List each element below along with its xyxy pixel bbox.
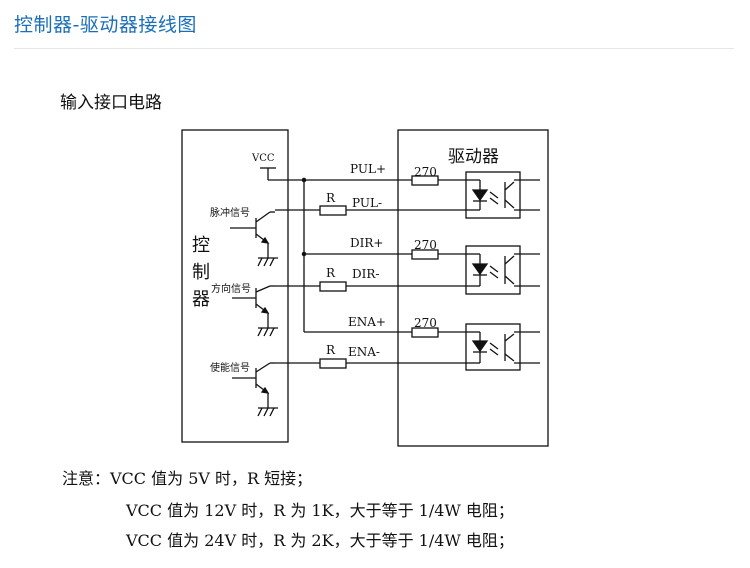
resistor-r: [319, 358, 347, 369]
resistor-r: [319, 205, 347, 216]
section-subtitle: 输入接口电路: [60, 93, 162, 113]
title-divider: [14, 48, 734, 49]
optocoupler-pul: [465, 171, 540, 219]
vcc-label: VCC: [251, 153, 275, 164]
controller-label-3: 器: [192, 289, 210, 310]
controller-label-2: 制: [192, 262, 210, 283]
terminal-pul-plus: PUL+: [350, 162, 386, 176]
resistor-270-label: 270: [414, 165, 437, 179]
note-line-2: VCC 值为 12V 时，R 为 1K，大于等于 1/4W 电阻；: [126, 501, 514, 520]
driver-box: [397, 129, 549, 447]
terminal-pul-minus: PUL-: [352, 196, 382, 210]
transistor-direction: 方向信号: [211, 282, 278, 337]
direction-signal-label: 方向信号: [211, 282, 251, 295]
controller-label-1: 控: [192, 235, 210, 256]
channel-pul: 270 R: [275, 165, 466, 216]
channel-dir: 270 R: [275, 238, 466, 292]
resistor-r: [319, 281, 347, 292]
resistor-r-label: R: [326, 266, 336, 280]
enable-signal-label: 使能信号: [210, 361, 250, 374]
resistor-270-label: 270: [414, 238, 437, 252]
optocoupler-ena: [465, 323, 540, 371]
terminal-dir-plus: DIR+: [350, 236, 383, 250]
junction-dot: [301, 251, 307, 257]
pulse-signal-label: 脉冲信号: [210, 206, 250, 219]
led-icon: [471, 189, 489, 202]
terminal-ena-minus: ENA-: [348, 345, 380, 359]
transistor-pulse: 脉冲信号: [210, 206, 278, 267]
junction-dot: [301, 177, 307, 183]
resistor-270-label: 270: [414, 316, 437, 330]
page-title: 控制器-驱动器接线图: [14, 14, 197, 36]
resistor-r-label: R: [326, 191, 336, 205]
led-icon: [471, 263, 489, 276]
terminal-ena-plus: ENA+: [348, 315, 386, 329]
note-line-3: VCC 值为 24V 时，R 为 2K，大于等于 1/4W 电阻；: [126, 531, 514, 550]
resistor-r-label: R: [326, 343, 336, 357]
terminal-dir-minus: DIR-: [352, 267, 379, 281]
led-icon: [471, 340, 489, 353]
optocoupler-dir: [465, 245, 540, 295]
note-line-1: 注意：VCC 值为 5V 时，R 短接；: [62, 469, 313, 488]
channel-ena: 270 R: [275, 316, 466, 369]
transistor-enable: 使能信号: [210, 361, 278, 417]
driver-label: 驱动器: [448, 147, 499, 167]
